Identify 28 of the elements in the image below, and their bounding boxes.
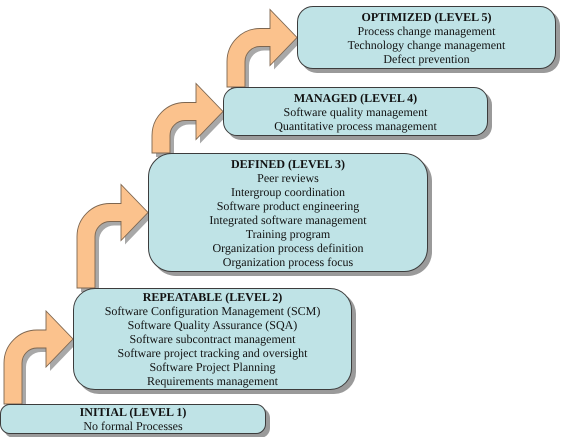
practice-item: Organization process focus <box>222 254 354 268</box>
practice-item: Software quality management <box>284 104 428 118</box>
level-heading: INITIAL (LEVEL 1) <box>80 405 186 419</box>
level-heading: OPTIMIZED (LEVEL 5) <box>361 10 492 24</box>
level-heading: REPEATABLE (LEVEL 2) <box>142 290 282 304</box>
level-heading: DEFINED (LEVEL 3) <box>230 156 346 170</box>
practice-item: Requirements management <box>147 374 278 388</box>
practice-item: Defect prevention <box>383 52 470 66</box>
practice-item: Software Configuration Management (SCM) <box>104 304 320 318</box>
curved-block-arrow <box>76 184 148 288</box>
practice-item: Technology change management <box>348 38 506 52</box>
practice-item: Peer reviews <box>257 170 319 184</box>
practice-item: Quantitative process management <box>274 118 437 132</box>
practice-item: Software subcontract management <box>130 332 296 346</box>
practice-item: Process change management <box>358 24 496 38</box>
practice-item: Software Project Planning <box>150 360 276 374</box>
practice-item: Training program <box>246 226 330 240</box>
practice-item: Software product engineering <box>216 198 360 212</box>
practice-item: No formal Processes <box>83 419 183 433</box>
practice-item: Integrated software management <box>209 212 367 226</box>
practice-item: Software Quality Assurance (SQA) <box>128 318 298 332</box>
curved-block-arrow <box>226 9 298 88</box>
curved-block-arrow <box>4 310 74 404</box>
practice-item: Intergroup coordination <box>230 184 346 198</box>
curved-block-arrow <box>152 83 224 154</box>
practice-item: Software project tracking and oversight <box>118 346 308 360</box>
level-heading: MANAGED (LEVEL 4) <box>294 90 418 104</box>
practice-item: Organization process definition <box>212 240 364 254</box>
